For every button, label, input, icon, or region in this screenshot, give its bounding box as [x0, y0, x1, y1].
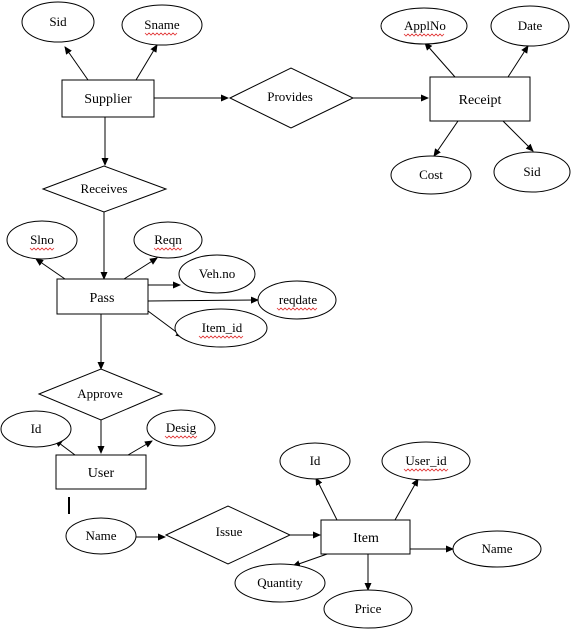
attr-user-name-ellipse — [65, 517, 137, 555]
attr-supplier-sname-ellipse — [121, 4, 203, 46]
squiggle-reqn — [153, 247, 183, 251]
attr-receipt-applno-label: ApplNo — [404, 18, 446, 33]
attr-supplier-sid-label: Sid — [49, 14, 67, 29]
attr-pass-item-id-label: Item_id — [202, 320, 243, 335]
edge-item-user-id — [394, 478, 419, 521]
entity-receipt-label: Receipt — [459, 93, 502, 108]
edge-supplier-sid — [64, 46, 89, 81]
entity-user-box — [55, 454, 147, 490]
edge-pass-reqdate — [147, 296, 259, 304]
attr-pass-vehno-label: Veh.no — [199, 266, 235, 281]
entity-pass-label: Pass — [90, 291, 115, 306]
attr-receipt-sid-label: Sid — [523, 164, 541, 179]
attr-receipt-cost-ellipse — [390, 155, 472, 195]
attr-pass-item-id-ellipse — [174, 308, 268, 348]
edge-pass-slno — [35, 258, 66, 280]
connector-lines — [35, 42, 534, 591]
attr-item-user-id-ellipse — [381, 441, 471, 481]
attr-item-price-label: Price — [355, 601, 382, 616]
attr-user-id-label: Id — [31, 421, 42, 436]
edge-receipt-applno — [424, 42, 456, 78]
attr-supplier-sid-ellipse — [21, 1, 95, 43]
attr-item-quantity-label: Quantity — [257, 575, 303, 590]
attr-user-desig-ellipse — [146, 409, 216, 447]
squiggle-user-id — [403, 468, 449, 472]
attr-item-name-label: Name — [481, 541, 512, 556]
edge-receipt-date — [507, 45, 529, 78]
squiggle-desig — [164, 435, 198, 439]
relationship-receives-diamond — [41, 165, 168, 213]
entity-pass-box — [56, 278, 149, 315]
attr-pass-slno-ellipse — [6, 220, 78, 260]
attr-pass-reqdate-ellipse — [257, 280, 337, 320]
attr-pass-reqn-label: Reqn — [154, 232, 182, 247]
attr-pass-vehno-ellipse — [178, 254, 256, 294]
edge-pass-reqn — [123, 257, 158, 280]
attr-pass-reqn-ellipse — [133, 221, 203, 259]
relationship-issue-diamond — [164, 505, 292, 565]
attr-pass-reqdate-label: reqdate — [279, 292, 317, 307]
attr-receipt-cost-label: Cost — [419, 167, 443, 182]
squiggle-sname — [144, 32, 178, 36]
attr-item-price-ellipse — [323, 589, 413, 629]
attr-user-desig-label: Desig — [166, 420, 197, 435]
entity-receipt-box — [429, 76, 531, 122]
attr-receipt-applno-ellipse — [380, 7, 468, 45]
attr-item-id-ellipse — [279, 442, 351, 480]
relationship-approve-label: Approve — [77, 386, 123, 401]
edge-user-desig — [127, 440, 153, 456]
attr-receipt-date-label: Date — [518, 18, 543, 33]
attr-receipt-date-ellipse — [490, 5, 570, 47]
attr-user-id-ellipse — [0, 410, 72, 448]
entity-supplier-label: Supplier — [84, 92, 132, 107]
squiggle-reqdate — [276, 307, 318, 311]
squiggle-item-id — [198, 335, 244, 339]
attr-item-name-ellipse — [452, 530, 542, 568]
entity-item-label: Item — [353, 531, 379, 546]
entity-user-label: User — [88, 466, 115, 481]
edge-receipt-sid — [502, 120, 534, 152]
attr-item-id-label: Id — [310, 453, 321, 468]
attr-supplier-sname-label: Sname — [144, 17, 180, 32]
attr-item-user-id-label: User_id — [405, 453, 447, 468]
relationship-issue-label: Issue — [216, 524, 243, 539]
relationship-approve-diamond — [37, 368, 164, 421]
edge-supplier-sname — [135, 44, 158, 81]
spellcheck-underlines — [29, 32, 449, 472]
attr-receipt-sid-ellipse — [493, 151, 571, 193]
edge-item-quantity — [292, 552, 331, 567]
attr-item-quantity-ellipse — [234, 563, 326, 603]
entity-supplier-box — [61, 79, 155, 118]
relationship-receives-label: Receives — [81, 181, 128, 196]
relationship-provides-diamond — [228, 67, 355, 129]
edge-receipt-cost — [433, 120, 459, 157]
entity-item-box — [320, 519, 411, 555]
squiggle-applno — [403, 33, 445, 37]
attr-user-name-label: Name — [85, 528, 116, 543]
attr-pass-slno-label: Slno — [30, 232, 54, 247]
relationship-provides-label: Provides — [267, 89, 313, 104]
squiggle-slno — [29, 247, 55, 251]
edge-item-id — [315, 477, 338, 521]
